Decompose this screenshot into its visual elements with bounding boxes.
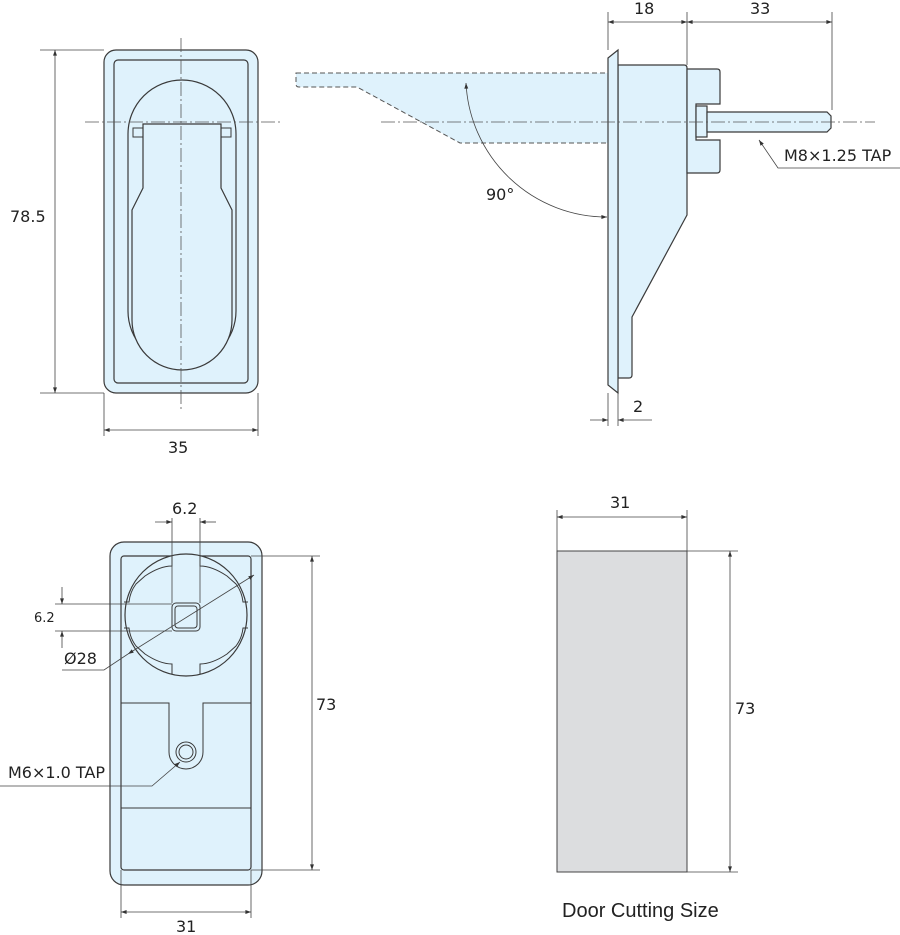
front-width-dim: 35 bbox=[168, 438, 188, 457]
rear-width-dim: 31 bbox=[176, 917, 196, 935]
cutout-width-dim: 31 bbox=[610, 493, 630, 512]
angle-label: 90° bbox=[486, 185, 514, 204]
stud-length-dim: 33 bbox=[750, 0, 770, 18]
square-height-dim: 6.2 bbox=[34, 611, 55, 626]
square-width-dim: 6.2 bbox=[172, 499, 197, 518]
stud-thread-label: M8×1.25 TAP bbox=[784, 146, 892, 165]
rear-height-dim: 73 bbox=[316, 695, 336, 714]
depth-dim: 18 bbox=[634, 0, 654, 18]
cutout-height-dim: 73 bbox=[735, 699, 755, 718]
door-cutout: 31 73 Door Cutting Size bbox=[556, 493, 755, 922]
side-view: 90° 18 33 M8×1.25 TAP 2 bbox=[295, 0, 900, 426]
diameter-dim: Ø28 bbox=[64, 649, 97, 668]
tap-thread-label: M6×1.0 TAP bbox=[8, 763, 105, 782]
rear-view: 6.2 6.2 Ø28 M6×1.0 TAP 73 31 bbox=[0, 499, 336, 935]
front-height-dim: 78.5 bbox=[10, 207, 46, 226]
flange-dim: 2 bbox=[633, 397, 643, 416]
front-view: 78.5 35 bbox=[10, 38, 280, 457]
cutout-caption: Door Cutting Size bbox=[562, 900, 719, 922]
